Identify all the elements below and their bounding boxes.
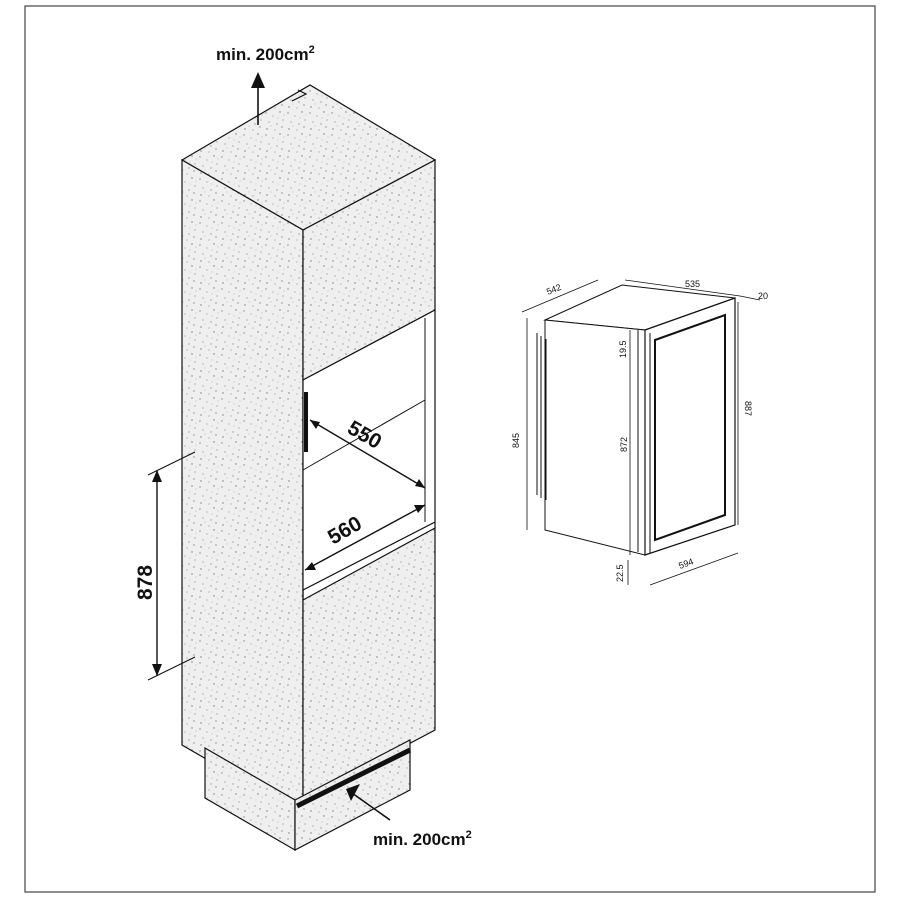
- outer-frame: [24, 5, 876, 893]
- appliance-dimensions: [521, 279, 761, 586]
- cabinet-right-lower-panel: [302, 526, 436, 801]
- appliance-body-height-label: 845: [511, 433, 521, 448]
- appliance-total-height-label: 887: [743, 401, 753, 416]
- cabinet: [180, 84, 437, 852]
- dim-niche-height: [147, 451, 196, 681]
- appliance-depth-body-label: 542: [545, 282, 563, 297]
- appliance-top-gap-label: 19.5: [618, 340, 628, 358]
- vent-top-label: min. 200cm2: [216, 44, 315, 64]
- niche-height-label: 878: [134, 565, 157, 600]
- appliance-door-height-label: 872: [619, 437, 629, 452]
- appliance-depth-total-label: 535: [685, 279, 700, 289]
- dim-niche-width: [304, 504, 426, 571]
- appliance-width-label: 594: [677, 556, 695, 571]
- appliance-bottom-gap-label: 22.5: [615, 564, 625, 582]
- side-vent-ribs: [536, 333, 547, 500]
- vent-bottom-label: min. 200cm2: [373, 829, 472, 849]
- vent-bottom-arrow: [346, 784, 391, 821]
- appliance: [536, 284, 736, 556]
- appliance-glass: [654, 313, 726, 542]
- vent-top-arrow: [251, 72, 265, 125]
- dim-niche-depth: [309, 419, 426, 489]
- appliance-door-thickness-label: 20: [758, 291, 768, 301]
- cabinet-left-face: [181, 158, 304, 817]
